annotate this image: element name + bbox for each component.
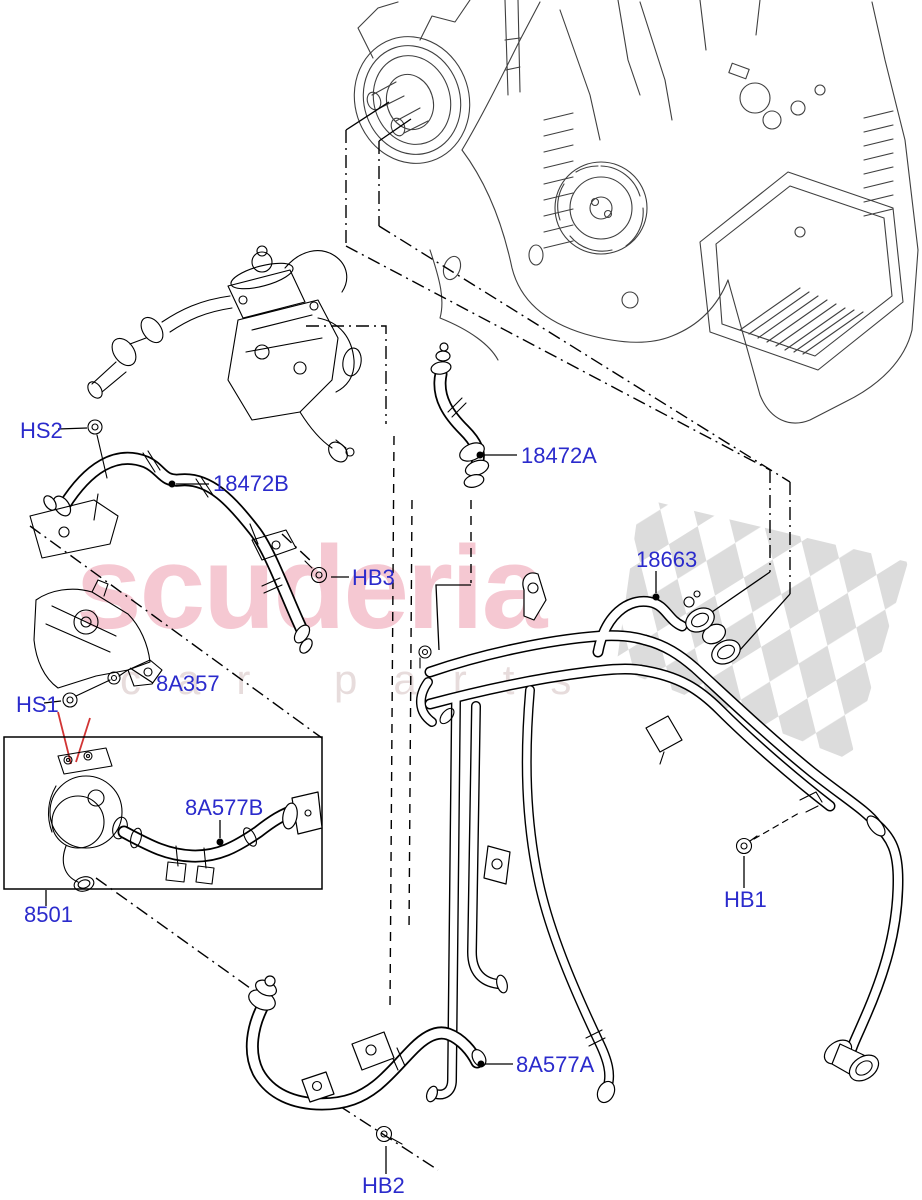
part-label-18472b[interactable]: 18472B [213,471,289,496]
part-label-18663[interactable]: 18663 [636,547,697,572]
hose-18472a-drawing [430,342,490,488]
hvac-to-harness-reference-lines [345,101,791,651]
hose-8a577a-drawing [245,975,487,1145]
construction-lines [29,325,472,1171]
hose-8a577b-drawing [117,791,323,885]
part-label-8a577b[interactable]: 8A577B [185,795,263,820]
part-label-hb3[interactable]: HB3 [352,565,395,590]
checkered-flag-watermark [616,498,908,760]
part-label-hb1[interactable]: HB1 [724,887,767,912]
callout-layer: HS2 18472B 18472A HB3 18663 8A357 HS1 8A… [16,418,767,1198]
part-label-8a577a[interactable]: 8A577A [516,1052,595,1077]
watermark-brand-text: scuderia [76,522,549,654]
watermark-sub-text: car parts [120,656,607,703]
watermark: scuderia car parts [76,498,908,760]
bracket-8a357-drawing [33,579,163,765]
red-pointer-lines [57,711,91,765]
part-label-8501[interactable]: 8501 [24,902,73,927]
part-8501-frame [3,736,323,890]
aux-water-pump-drawing [47,747,128,892]
heater-valve-assembly-drawing [87,245,362,463]
bolt-hb3-drawing [304,560,328,584]
part-label-18472a[interactable]: 18472A [521,443,597,468]
part-label-hs1[interactable]: HS1 [16,692,59,717]
bolt-hb1-drawing [735,812,800,855]
part-label-hs2[interactable]: HS2 [20,418,63,443]
bolt-hs1-drawing [62,669,129,708]
bolt-hs2-drawing [87,419,108,479]
bolt-hb2-drawing [375,1125,403,1145]
harness-18663-drawing [416,572,904,1104]
part-label-hb2[interactable]: HB2 [362,1173,405,1198]
hose-18472b-drawing [29,450,313,654]
part-8501-box-group [3,736,323,892]
part-label-8a357[interactable]: 8A357 [156,671,220,696]
hvac-unit-drawing [353,0,919,424]
